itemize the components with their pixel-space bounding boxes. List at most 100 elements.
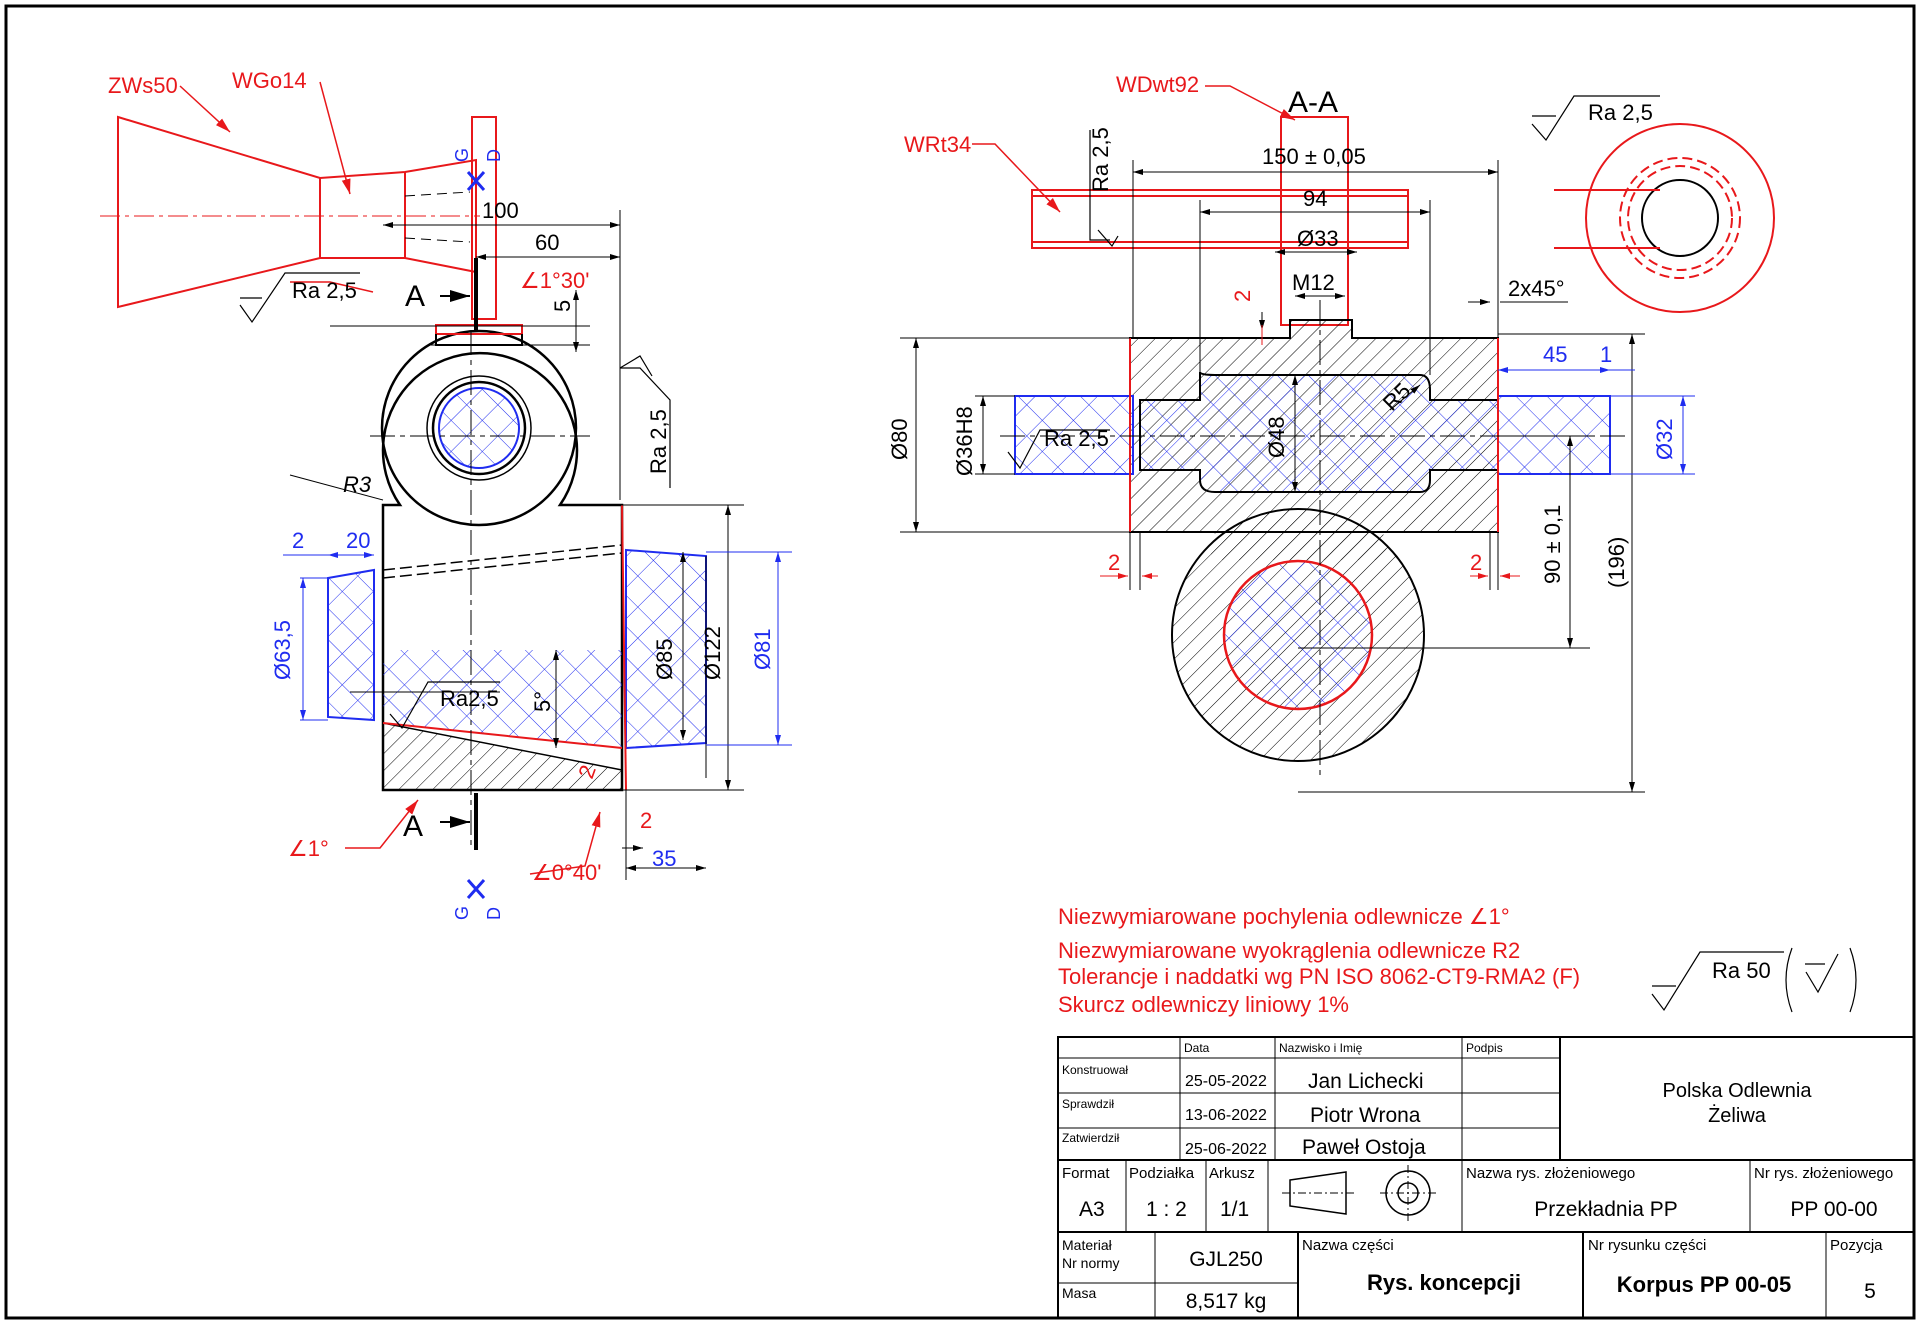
roughness-ra-r2: Ra 2,5 — [1588, 100, 1653, 125]
title-block — [1057, 1036, 1915, 1319]
core-label-wrt34: WRt34 — [904, 132, 971, 157]
tb-material-v: GJL250 — [1189, 1248, 1263, 1271]
angle-1deg: ∠1° — [288, 836, 329, 861]
roughness-ra-2: Ra 2,5 — [646, 409, 671, 474]
parting-bottom: G D — [452, 879, 504, 920]
dim-2-right: 2 — [640, 808, 652, 833]
dim-94: 94 — [1303, 186, 1327, 211]
section-label-a-bottom: A — [403, 810, 423, 843]
tb-sheet-h: Arkusz — [1209, 1165, 1255, 1182]
parting-g-top: G — [452, 148, 472, 162]
dim-2-right-red: 2 — [1470, 550, 1482, 575]
dim-d48: Ø48 — [1264, 416, 1289, 458]
dim-d122: Ø122 — [700, 626, 725, 680]
dim-1: 1 — [1600, 342, 1612, 367]
tb-company-2: Żeliwa — [1708, 1104, 1767, 1127]
dim-196: (196) — [1604, 537, 1629, 588]
tb-format-v: A3 — [1079, 1198, 1105, 1221]
roughness-ra-3: Ra2,5 — [440, 686, 499, 711]
tb-part-no-v: Korpus PP 00-05 — [1617, 1272, 1791, 1297]
dim-d80: Ø80 — [887, 418, 912, 460]
parting-d-bottom: D — [484, 907, 504, 920]
sheet-border — [4, 4, 1916, 1320]
tb-name-1: Jan Lichecki — [1308, 1070, 1424, 1093]
dim-150: 150 ± 0,05 — [1262, 144, 1366, 169]
dim-35: 35 — [652, 846, 676, 871]
parting-top: G D — [452, 148, 504, 191]
roughness-ra-1: Ra 2,5 — [292, 278, 357, 303]
note-drafts: Niezwymiarowane pochylenia odlewnicze ∠1… — [1058, 904, 1510, 929]
general-roughness — [1651, 947, 1857, 1013]
tb-role-3: Zatwierdził — [1062, 1131, 1120, 1145]
tb-date-3: 25-06-2022 — [1185, 1141, 1267, 1158]
core-label-wgo14: WGo14 — [232, 68, 307, 93]
tb-header-date: Data — [1184, 1041, 1210, 1055]
tb-scale-h: Podziałka — [1129, 1165, 1195, 1182]
tb-date-1: 25-05-2022 — [1185, 1073, 1267, 1090]
tb-part-no-h: Nr rysunku części — [1588, 1237, 1706, 1254]
section-title: A-A — [1288, 86, 1338, 119]
right-view: A-A — [887, 72, 1775, 793]
section-marker-bottom: A — [403, 793, 478, 850]
dim-d85: Ø85 — [652, 638, 677, 680]
tb-part-name-h: Nazwa części — [1302, 1237, 1394, 1254]
note-tolerances: Tolerancje i naddatki wg PN ISO 8062-CT9… — [1058, 964, 1580, 989]
tb-material-h1: Materiał — [1062, 1237, 1113, 1253]
housing-section — [1000, 300, 1630, 780]
dim-2-left: 2 — [292, 528, 304, 553]
dim-2-top: 2 — [1230, 290, 1255, 302]
roughness-ra-r3: Ra 2,5 — [1044, 426, 1109, 451]
dim-60: 60 — [535, 230, 559, 255]
dim-5: 5 — [550, 300, 575, 312]
section-marker-top: A — [405, 258, 478, 332]
tb-asm-no-h: Nr rys. złożeniowego — [1754, 1165, 1893, 1182]
dim-100: 100 — [482, 198, 519, 223]
left-labels — [179, 81, 601, 875]
left-dimension-lines — [289, 210, 744, 880]
tb-asm-name-h: Nazwa rys. złożeniowego — [1466, 1165, 1635, 1182]
right-labels-leaders — [972, 85, 1296, 213]
dim-90: 90 ± 0,1 — [1540, 505, 1565, 584]
tb-material-h2: Nr normy — [1062, 1255, 1120, 1271]
tb-mass-v: 8,517 kg — [1186, 1290, 1267, 1313]
tb-role-2: Sprawdził — [1062, 1097, 1114, 1111]
tb-position-v: 5 — [1864, 1280, 1876, 1303]
dim-r3: R3 — [343, 472, 372, 497]
tb-position-h: Pozycja — [1830, 1237, 1883, 1254]
left-dimension-lines-blue — [283, 551, 792, 746]
dim-d81: Ø81 — [750, 628, 775, 670]
tb-name-3: Paweł Ostoja — [1302, 1136, 1426, 1159]
roughness-ra-r1: Ra 2,5 — [1088, 127, 1113, 192]
dim-20: 20 — [346, 528, 370, 553]
dim-d32: Ø32 — [1652, 418, 1677, 460]
tb-part-name-v: Rys. koncepcji — [1367, 1270, 1521, 1295]
core-label-wdwt92: WDwt92 — [1116, 72, 1199, 97]
housing-body-left — [327, 324, 707, 848]
left-view: A A G D G D ZWs50 WGo14 ∠1°30' ∠1° — [100, 68, 792, 920]
section-label-a-top: A — [405, 280, 425, 313]
tb-role-1: Konstruował — [1062, 1063, 1128, 1077]
dim-d36h8: Ø36H8 — [952, 406, 977, 476]
general-notes: Niezwymiarowane pochylenia odlewnicze ∠1… — [1058, 904, 1580, 1017]
right-dimension-lines-red — [1100, 325, 1520, 579]
note-shrinkage: Skurcz odlewniczy liniowy 1% — [1058, 992, 1349, 1017]
title-block-text: Data Nazwisko i Imię Podpis Konstruował … — [1062, 1041, 1893, 1313]
dim-m12: M12 — [1292, 270, 1335, 295]
dim-d63: Ø63,5 — [270, 620, 295, 680]
tb-date-2: 13-06-2022 — [1185, 1107, 1267, 1124]
tb-sheet-v: 1/1 — [1220, 1198, 1249, 1221]
tb-format-h: Format — [1062, 1165, 1110, 1182]
core-dashed — [404, 191, 471, 243]
note-fillets: Niezwymiarowane wyokrąglenia odlewnicze … — [1058, 938, 1520, 963]
tb-asm-no-v: PP 00-00 — [1790, 1198, 1877, 1221]
tb-name-2: Piotr Wrona — [1310, 1104, 1421, 1127]
dim-5deg: 5° — [530, 691, 555, 712]
tb-scale-v: 1 : 2 — [1146, 1198, 1187, 1221]
tb-mass-h: Masa — [1062, 1285, 1096, 1301]
tb-header-sign: Podpis — [1466, 1041, 1503, 1055]
angle-1-30: ∠1°30' — [520, 268, 589, 293]
dim-45: 45 — [1543, 342, 1567, 367]
tb-header-name: Nazwisko i Imię — [1279, 1041, 1363, 1055]
dim-2-left-red: 2 — [1108, 550, 1120, 575]
